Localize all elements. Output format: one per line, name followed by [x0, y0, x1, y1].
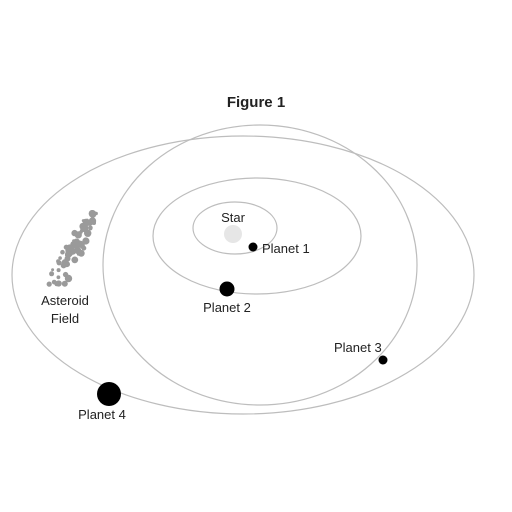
orbit-planet-2	[152, 177, 362, 295]
asteroid	[80, 243, 85, 247]
asteroid	[71, 229, 78, 237]
asteroid	[67, 244, 74, 250]
asteroid	[58, 256, 62, 260]
planet-4-body	[97, 382, 121, 406]
asteroid	[88, 225, 93, 231]
asteroid	[82, 237, 90, 245]
asteroid	[88, 210, 97, 218]
asteroid	[60, 262, 67, 269]
star-label: Star	[221, 210, 245, 225]
star-body	[224, 225, 242, 243]
planet-3-label: Planet 3	[334, 340, 382, 355]
asteroid-field-label-line-1: Asteroid	[41, 293, 89, 308]
figure-title: Figure 1	[226, 94, 286, 111]
asteroid	[71, 256, 79, 264]
asteroid	[57, 260, 62, 265]
asteroid-field	[46, 210, 98, 287]
planet-3-body	[378, 355, 388, 365]
asteroid	[60, 249, 65, 255]
asteroid	[49, 271, 55, 277]
asteroid	[54, 281, 59, 287]
asteroid	[85, 232, 91, 237]
planet-1-label: Planet 1	[262, 241, 310, 256]
asteroid	[72, 239, 76, 243]
planet-2-body	[219, 281, 235, 297]
asteroid	[88, 217, 97, 225]
asteroid	[65, 253, 69, 257]
asteroid	[61, 280, 68, 287]
asteroid	[81, 226, 89, 233]
asteroid	[70, 248, 76, 254]
asteroid	[77, 249, 85, 257]
asteroid-field-label-line-2: Field	[50, 311, 80, 326]
planet-2-label: Planet 2	[203, 300, 251, 315]
asteroid	[81, 245, 87, 251]
asteroid-field-label: Asteroid Field	[28, 292, 102, 328]
planet-1-body	[248, 242, 258, 252]
asteroid	[75, 246, 79, 250]
orbit-planet-1	[192, 201, 278, 255]
asteroid	[56, 275, 61, 280]
planet-4-label: Planet 4	[78, 407, 126, 422]
orbit-planet-4	[11, 135, 475, 415]
asteroid	[66, 248, 71, 253]
asteroid	[51, 268, 55, 272]
orbit-planet-3	[102, 124, 418, 406]
asteroid	[56, 268, 61, 273]
asteroid	[46, 281, 52, 287]
asteroid	[62, 271, 69, 278]
